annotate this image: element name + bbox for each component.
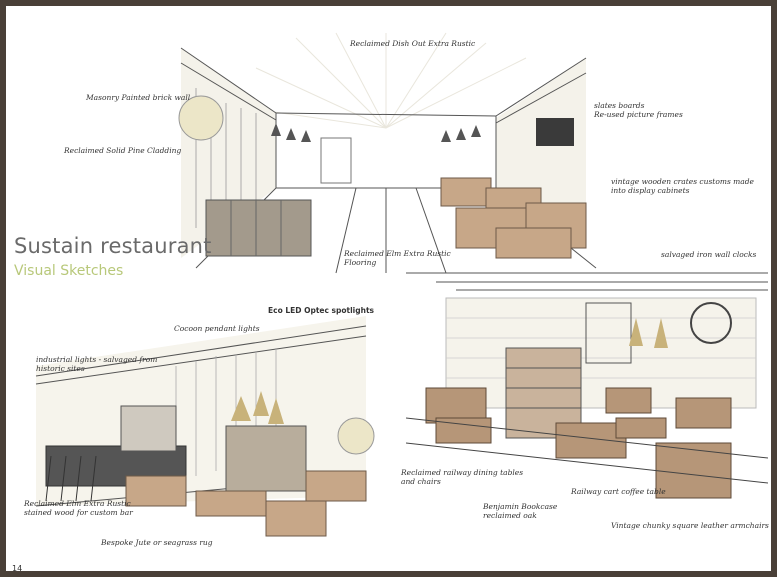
- note-bookcase-text: Benjamin Bookcase reclaimed oak: [483, 502, 558, 520]
- brochure-page: Reclaimed Dish Out Extra Rustic Masonry …: [6, 6, 771, 571]
- page-subtitle: Visual Sketches: [14, 263, 124, 279]
- note-dish-out: Reclaimed Dish Out Extra Rustic: [350, 39, 476, 48]
- note-wooden-crates: vintage wooden crates customs made into …: [611, 177, 754, 195]
- right-sketch-drawing: [406, 272, 768, 499]
- note-pine-cladding: Reclaimed Solid Pine Cladding: [64, 146, 182, 155]
- note-wall-clocks: salvaged iron wall clocks: [661, 250, 757, 259]
- page-title: Sustain restaurant: [14, 234, 212, 258]
- note-industrial-lights: industrial lights - salvaged from histor…: [36, 355, 157, 373]
- left-sketch-drawing: [35, 316, 375, 537]
- page-number: 14: [12, 564, 23, 571]
- note-jute-rug: Bespoke Jute or seagrass rug: [101, 538, 213, 547]
- note-railway-tables: Reclaimed railway dining tables and chai…: [401, 468, 523, 486]
- right-sketch-lounge-area: [406, 268, 768, 508]
- note-bookcase: Benjamin Bookcase reclaimed oak: [483, 502, 557, 520]
- note-floor-text: Reclaimed Elm Extra Rustic Flooring: [344, 249, 451, 267]
- note-cocoon-lights: Cocoon pendant lights: [174, 324, 260, 333]
- note-railway-text: Reclaimed railway dining tables and chai…: [401, 468, 524, 486]
- top-sketch-restaurant-interior: [156, 28, 616, 278]
- note-industrial-text: industrial lights - salvaged from histor…: [36, 355, 158, 373]
- note-slates-text: slates boards Re-used picture frames: [594, 101, 683, 119]
- note-slates-boards: slates boards Re-used picture frames: [594, 101, 683, 119]
- note-led-spotlights: Eco LED Optec spotlights: [268, 306, 375, 315]
- note-custom-bar: Reclaimed Elm Extra Rustic stained wood …: [24, 499, 133, 517]
- note-elm-bar-text: Reclaimed Elm Extra Rustic stained wood …: [24, 499, 133, 517]
- note-coffee-table: Railway cart coffee table: [571, 487, 666, 496]
- note-leather-armchairs: Vintage chunky square leather armchairs: [611, 521, 769, 530]
- note-crates-text: vintage wooden crates customs made into …: [611, 177, 754, 195]
- note-elm-flooring: Reclaimed Elm Extra Rustic Flooring: [344, 249, 451, 267]
- top-sketch-drawing: [178, 32, 597, 274]
- note-brick-wall: Masonry Painted brick wall: [86, 93, 191, 102]
- left-sketch-bar-area: [26, 306, 386, 556]
